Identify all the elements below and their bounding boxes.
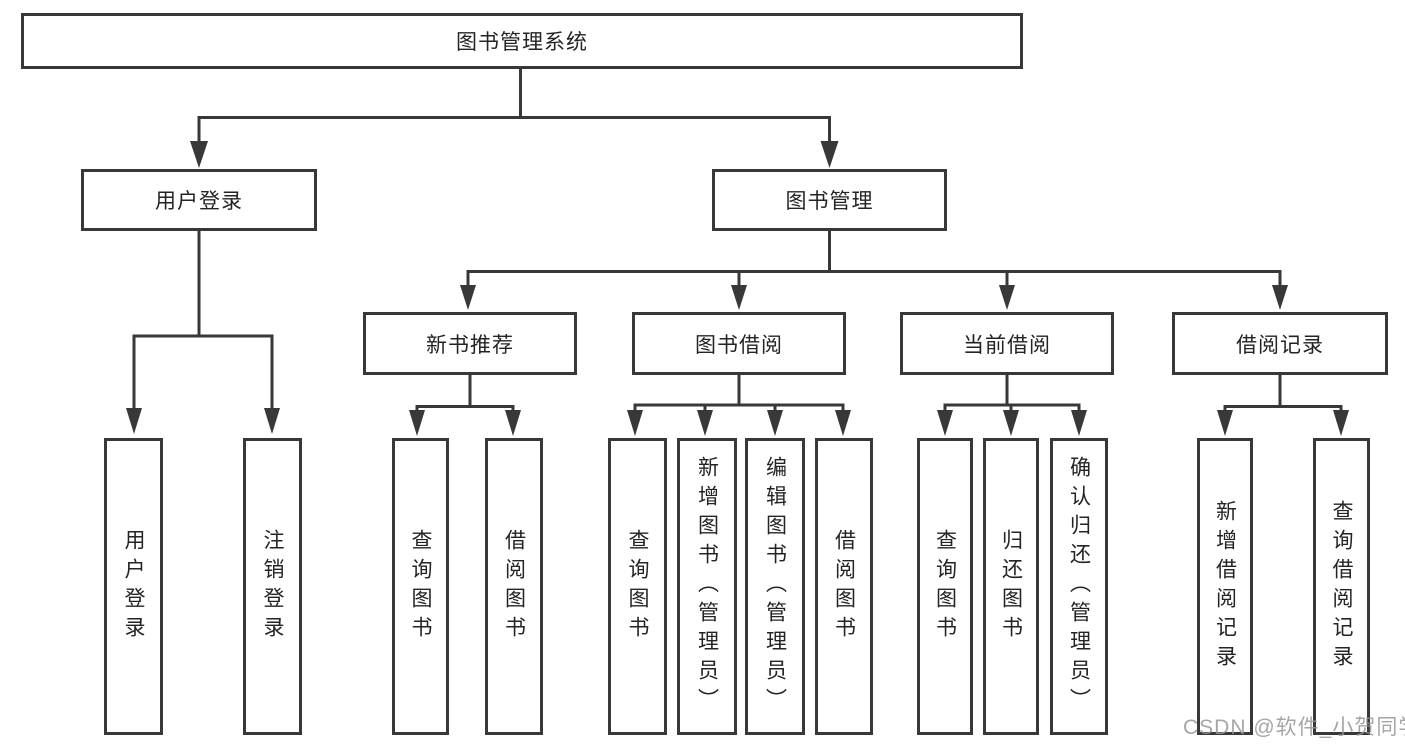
- connector-nbr-branch: [415, 375, 515, 414]
- arrow-leaf-bb-borrow: [835, 410, 851, 436]
- connector-user-branch: [132, 231, 274, 412]
- arrow-leaf-br-add: [1217, 410, 1233, 436]
- node-borrow-record: 借阅记录: [1172, 312, 1388, 375]
- node-leaf-user-login-label: 用户登录: [122, 528, 145, 645]
- node-leaf-bb-borrow: 借阅图书: [815, 438, 873, 735]
- node-leaf-bb-edit-label: 编辑图书（管理员）: [763, 456, 787, 717]
- connector-book-branch: [466, 231, 1282, 290]
- node-borrow-record-label: 借阅记录: [1236, 333, 1324, 357]
- node-current-borrow: 当前借阅: [900, 312, 1114, 375]
- node-leaf-logout-label: 注销登录: [261, 528, 284, 645]
- node-leaf-cb-return-label: 归还图书: [999, 528, 1023, 645]
- csdn-watermark: CSDN @软件_小贺同学: [1183, 716, 1405, 739]
- node-leaf-br-add: 新增借阅记录: [1197, 438, 1253, 735]
- arrow-leaf-cb-return: [1003, 410, 1019, 436]
- node-current-borrow-label: 当前借阅: [963, 333, 1051, 357]
- arrow-book-borrow: [731, 285, 747, 310]
- node-leaf-bb-borrow-label: 借阅图书: [832, 528, 856, 645]
- node-leaf-bb-edit: 编辑图书（管理员）: [745, 438, 805, 735]
- node-leaf-nbr-borrow-label: 借阅图书: [502, 528, 526, 645]
- node-leaf-bb-add: 新增图书（管理员）: [677, 438, 737, 735]
- node-user-login-label: 用户登录: [155, 190, 243, 213]
- node-leaf-br-search: 查询借阅记录: [1313, 438, 1370, 735]
- arrow-leaf-logout: [264, 408, 280, 434]
- node-leaf-cb-search: 查询图书: [917, 438, 973, 735]
- arrow-leaf-br-search: [1333, 410, 1349, 436]
- node-leaf-bb-add-label: 新增图书（管理员）: [695, 456, 719, 717]
- arrow-leaf-cb-search: [937, 410, 953, 436]
- arrow-leaf-bb-search: [627, 410, 643, 436]
- node-leaf-nbr-search: 查询图书: [392, 438, 449, 735]
- node-user-login: 用户登录: [81, 169, 317, 231]
- node-book-borrow-label: 图书借阅: [695, 333, 783, 357]
- node-leaf-br-add-label: 新增借阅记录: [1213, 499, 1237, 674]
- node-new-book-rec: 新书推荐: [363, 312, 577, 375]
- arrow-user-login: [190, 141, 208, 168]
- arrow-leaf-cb-confirm: [1071, 410, 1087, 436]
- node-leaf-nbr-search-label: 查询图书: [409, 528, 432, 645]
- node-book-borrow: 图书借阅: [632, 312, 846, 375]
- arrow-borrow-record: [1272, 285, 1288, 310]
- arrow-leaf-bb-add: [697, 410, 713, 436]
- connector-br-branch: [1223, 375, 1343, 414]
- node-leaf-logout: 注销登录: [243, 438, 302, 735]
- arrow-new-book-rec: [460, 285, 476, 310]
- node-leaf-bb-search: 查询图书: [608, 438, 667, 735]
- arrow-leaf-nbr-search: [409, 410, 425, 436]
- arrow-leaf-bb-edit: [767, 410, 783, 436]
- node-root-label: 图书管理系统: [456, 31, 588, 54]
- node-book-mgmt: 图书管理: [712, 169, 947, 231]
- node-leaf-bb-search-label: 查询图书: [626, 528, 649, 645]
- node-leaf-br-search-label: 查询借阅记录: [1330, 499, 1353, 674]
- node-leaf-cb-confirm: 确认归还（管理员）: [1050, 438, 1108, 735]
- node-leaf-nbr-borrow: 借阅图书: [485, 438, 543, 735]
- connector-cb-branch: [943, 375, 1081, 414]
- arrow-current-borrow: [999, 285, 1015, 310]
- node-leaf-user-login: 用户登录: [104, 438, 163, 735]
- node-new-book-rec-label: 新书推荐: [426, 333, 514, 357]
- connector-root-split: [197, 69, 831, 146]
- node-leaf-cb-search-label: 查询图书: [933, 528, 957, 645]
- node-book-mgmt-label: 图书管理: [785, 190, 874, 213]
- arrow-book-mgmt: [820, 141, 839, 168]
- node-root: 图书管理系统: [21, 13, 1023, 69]
- connector-bb-branch: [633, 375, 845, 414]
- arrow-leaf-nbr-borrow: [505, 410, 521, 436]
- node-leaf-cb-confirm-label: 确认归还（管理员）: [1067, 456, 1091, 717]
- arrow-leaf-user-login: [126, 408, 142, 434]
- node-leaf-cb-return: 归还图书: [983, 438, 1039, 735]
